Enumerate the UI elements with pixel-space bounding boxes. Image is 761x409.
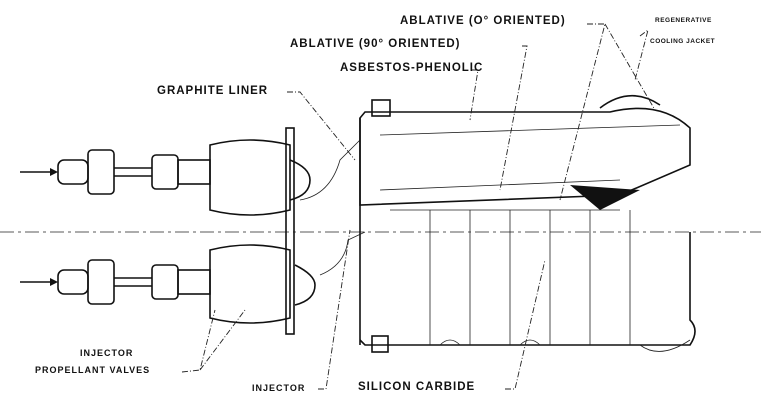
label-propellant-valves: PROPELLANT VALVES <box>35 365 151 375</box>
lower-valve-fitting <box>57 259 211 305</box>
injector-flange <box>285 127 366 335</box>
lower-propellant-valve <box>209 244 316 324</box>
thrust-chamber-body <box>359 94 696 353</box>
label-injector-line1: INJECTOR <box>80 348 134 358</box>
label-ablative-90-oriented: ABLATIVE (90° ORIENTED) <box>290 38 461 50</box>
label-asbestos-phenolic: ASBESTOS-PHENOLIC <box>340 62 484 74</box>
inlet-arrow-lower <box>20 278 58 286</box>
upper-valve-fitting <box>57 149 211 195</box>
label-cooling-jacket: COOLING JACKET <box>650 38 716 45</box>
label-silicon-carbide: SILICON CARBIDE <box>358 381 476 393</box>
silicon-carbide-insert <box>570 185 640 210</box>
cooling-jacket <box>599 94 661 109</box>
leader-lines <box>181 23 656 390</box>
label-ablative-0-oriented: ABLATIVE (O° ORIENTED) <box>400 15 566 27</box>
inlet-arrow-upper <box>20 168 58 176</box>
label-regenerative: REGENERATIVE <box>655 17 712 24</box>
upper-propellant-valve <box>209 139 311 216</box>
label-graphite-liner: GRAPHITE LINER <box>157 85 269 97</box>
label-injector: INJECTOR <box>252 383 306 393</box>
